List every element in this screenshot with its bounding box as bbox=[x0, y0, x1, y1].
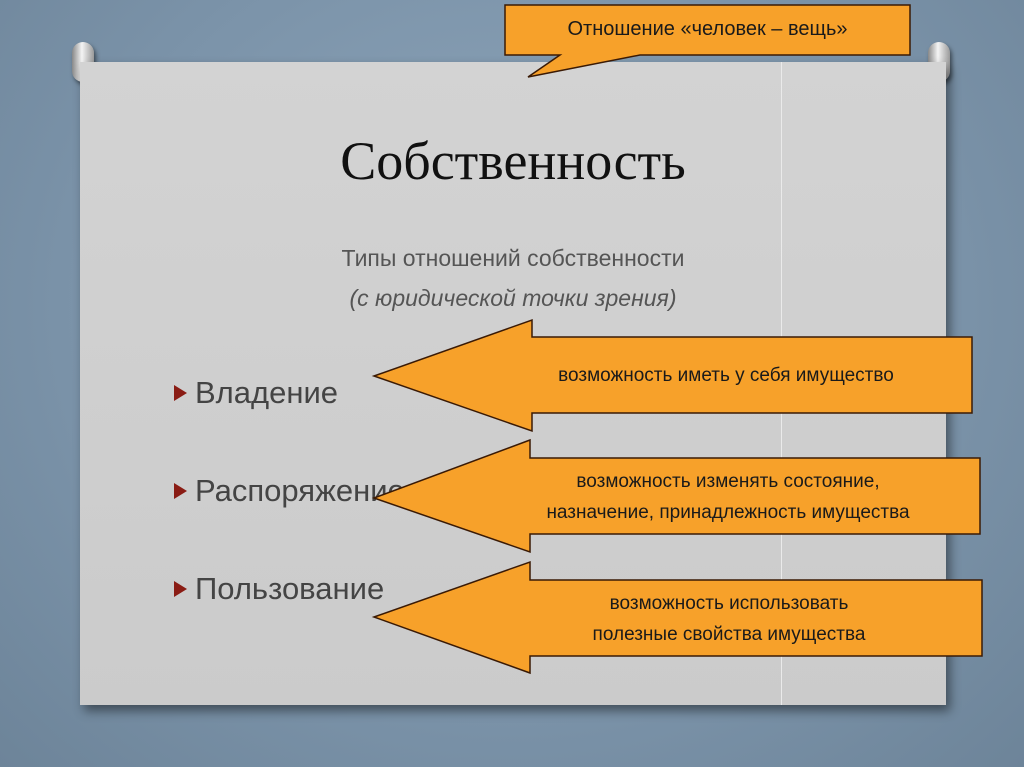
subtitle-line-1: Типы отношений собственности bbox=[341, 245, 685, 271]
bullet-triangle-icon bbox=[174, 385, 187, 401]
arrow-text-3: возможность использовать полезные свойств… bbox=[476, 588, 982, 650]
bullet-item: Пользование bbox=[174, 571, 384, 607]
bullet-triangle-icon bbox=[174, 581, 187, 597]
arrow-shape-2 bbox=[371, 438, 981, 554]
arrow-line: возможность использовать bbox=[609, 593, 849, 614]
bullet-label: Пользование bbox=[195, 571, 385, 606]
slide-title: Собственность bbox=[340, 131, 686, 191]
arrow-line: назначение, принадлежность имущества bbox=[546, 502, 910, 523]
bullet-label: Владение bbox=[195, 375, 339, 410]
arrow-text-2: возможность изменять состояние, назначени… bbox=[476, 466, 980, 528]
callout-text: Отношение «человек – вещь» bbox=[567, 18, 848, 40]
arrow-line: возможность иметь у себя имущество bbox=[558, 365, 894, 386]
subtitle-line-2: (с юридической точки зрения) bbox=[349, 285, 677, 311]
bullet-triangle-icon bbox=[174, 483, 187, 499]
bullet-item: Распоряжение bbox=[174, 473, 405, 509]
bullet-item: Владение bbox=[174, 375, 338, 411]
arrow-text-1: возможность иметь у себя имущество bbox=[480, 360, 972, 391]
arrow-line: полезные свойства имущества bbox=[592, 624, 866, 645]
arrow-line: возможность изменять состояние, bbox=[576, 471, 880, 492]
arrow-shape-1 bbox=[371, 318, 973, 433]
callout-bubble bbox=[504, 4, 911, 78]
arrow-shape-3 bbox=[371, 560, 983, 675]
bullet-label: Распоряжение bbox=[195, 473, 405, 508]
